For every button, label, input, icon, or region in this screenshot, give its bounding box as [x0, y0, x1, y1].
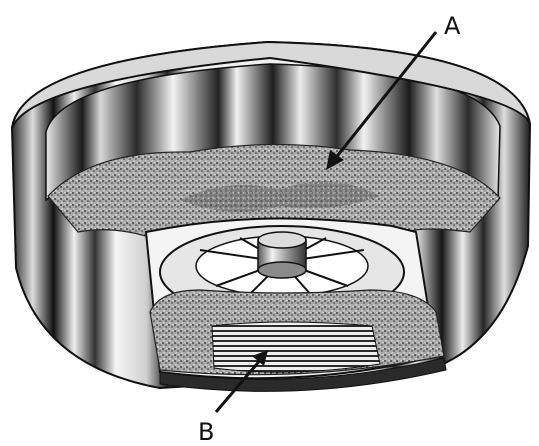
settled-layer-bands	[212, 322, 380, 372]
label-a: A	[444, 12, 461, 40]
label-b: B	[198, 418, 214, 446]
central-hub	[258, 232, 306, 278]
